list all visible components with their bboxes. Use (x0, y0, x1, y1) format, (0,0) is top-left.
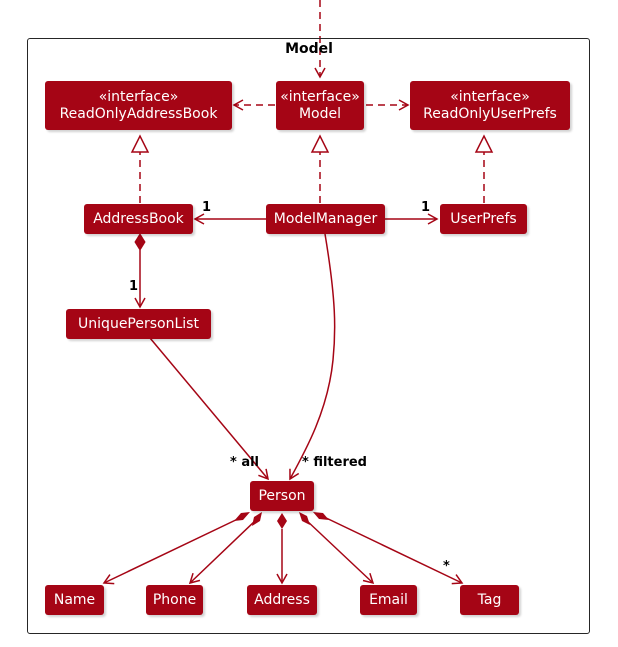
node-label: UserPrefs (450, 210, 517, 227)
node-modelmanager: ModelManager (266, 204, 385, 234)
node-tag: Tag (460, 585, 519, 615)
triangle-modelmanager-realizes (310, 134, 330, 153)
edge-uniquepersonlist-to-person (149, 337, 269, 481)
node-person: Person (250, 481, 314, 511)
edge-modelmanager-to-person (289, 233, 336, 481)
edge-person-to-phone (188, 518, 258, 585)
package-title: Model (285, 41, 333, 57)
node-userprefs: UserPrefs (440, 204, 527, 234)
node-name: Name (45, 585, 104, 615)
node-uniquepersonlist: UniquePersonList (66, 309, 211, 339)
node-model: «interface» Model (276, 81, 364, 130)
diamond-person-address (277, 513, 287, 529)
node-label: Phone (152, 591, 197, 608)
mult-uniquepersonlist: 1 (129, 279, 139, 294)
stereotype-label: «interface» (450, 88, 530, 105)
node-readonlyuserprefs: «interface» ReadOnlyUserPrefs (410, 81, 570, 130)
node-label: Email (369, 591, 408, 608)
node-label: Tag (477, 591, 502, 608)
node-email: Email (360, 585, 417, 615)
node-phone: Phone (146, 585, 203, 615)
edge-person-to-email (304, 518, 375, 585)
mult-filtered: * filtered (302, 455, 367, 470)
triangle-addressbook-realizes (130, 134, 150, 153)
node-label: Model (298, 105, 342, 122)
mult-addressbook: 1 (202, 200, 212, 215)
edge-person-to-name (102, 516, 243, 585)
mult-all: * all (230, 455, 260, 470)
node-addressbook: AddressBook (84, 204, 193, 234)
stereotype-label: «interface» (280, 88, 360, 105)
node-label: AddressBook (93, 210, 184, 227)
node-label: Person (258, 487, 306, 504)
node-label: UniquePersonList (78, 315, 199, 332)
node-readonlyaddressbook: «interface» ReadOnlyAddressBook (45, 81, 232, 130)
node-label: ReadOnlyAddressBook (59, 105, 218, 122)
stereotype-label: «interface» (98, 88, 179, 105)
node-label: Name (53, 591, 96, 608)
node-label: ModelManager (273, 210, 378, 227)
node-address: Address (247, 585, 317, 615)
model-package-frame (27, 38, 590, 634)
node-label: Address (254, 591, 310, 608)
mult-tag: * (443, 559, 450, 574)
edge-person-to-tag (321, 515, 464, 585)
mult-userprefs: 1 (421, 200, 431, 215)
triangle-userprefs-realizes (474, 134, 494, 153)
node-label: ReadOnlyUserPrefs (423, 105, 557, 122)
